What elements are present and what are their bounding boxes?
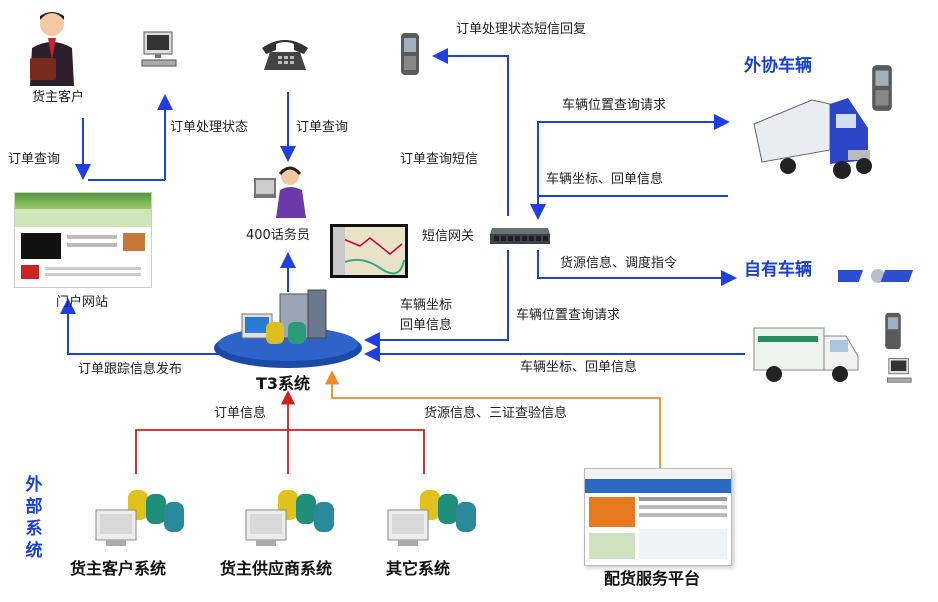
node-other-system: 其它系统: [386, 559, 451, 578]
edge-cargo-dispatch: 货源信息、调度指令: [560, 256, 678, 271]
mobile-phone-icon: [401, 33, 419, 75]
network-switch-icon: [490, 228, 550, 244]
desktop-pc-icon: [141, 31, 177, 67]
website-screenshot-icon: [584, 468, 732, 566]
edge-order-query-portal: 订单查询: [8, 152, 61, 167]
node-shipper-supplier-system: 货主供应商系统: [220, 559, 333, 578]
edge-vehicle-coords: 车辆坐标: [400, 298, 453, 313]
node-call-center: 400话务员: [246, 228, 310, 243]
map-screen-icon: [330, 224, 408, 278]
node-shipper-customer-system: 货主客户系统: [70, 559, 167, 578]
edge-order-info: 订单信息: [214, 406, 267, 421]
edge-receipt-info: 回单信息: [400, 318, 453, 333]
van-icon: [753, 327, 859, 382]
edge-order-query-phone: 订单查询: [296, 120, 349, 135]
edge-vehicle-coords-own: 车辆坐标、回单信息: [520, 360, 638, 375]
database-server-icon: [245, 490, 334, 546]
database-server-icon: [95, 490, 184, 546]
edge-cargo-certificate: 货源信息、三证查验信息: [424, 406, 568, 421]
node-shipper-customer: 货主客户: [32, 90, 85, 105]
mobile-phone-icon: [872, 65, 892, 111]
edge-sms-reply: 订单处理状态短信回复: [456, 22, 587, 37]
blue-truck-icon: [753, 98, 872, 179]
website-screenshot-icon: [14, 192, 152, 288]
edge-vehicle-position-request-top: 车辆位置查询请求: [562, 98, 667, 113]
desktop-pc-icon: [887, 358, 912, 383]
node-distribution-platform: 配货服务平台: [604, 569, 701, 588]
operator-icon: [254, 166, 306, 218]
node-sms-gateway: 短信网关: [422, 229, 475, 244]
node-external-systems: 外部系统: [25, 475, 43, 561]
node-portal: 门户网站: [56, 295, 109, 310]
edge-order-query-sms: 订单查询短信: [400, 152, 479, 167]
database-server-icon: [387, 490, 476, 546]
edge-order-tracking: 订单跟踪信息发布: [78, 362, 183, 377]
telephone-icon: [262, 40, 308, 70]
edge-vehicle-coords-top: 车辆坐标、回单信息: [546, 172, 664, 187]
server-icon: [214, 289, 362, 368]
node-own-vehicles: 自有车辆: [744, 260, 812, 280]
node-t3-system: T3系统: [256, 374, 311, 393]
edge-vehicle-position-request-mid: 车辆位置查询请求: [516, 308, 621, 323]
edge-order-status: 订单处理状态: [170, 120, 249, 135]
node-outsourced-vehicles: 外协车辆: [744, 56, 812, 76]
satellite-icon: [838, 269, 914, 283]
mobile-phone-icon: [885, 312, 901, 350]
businessman-icon: [30, 12, 74, 86]
